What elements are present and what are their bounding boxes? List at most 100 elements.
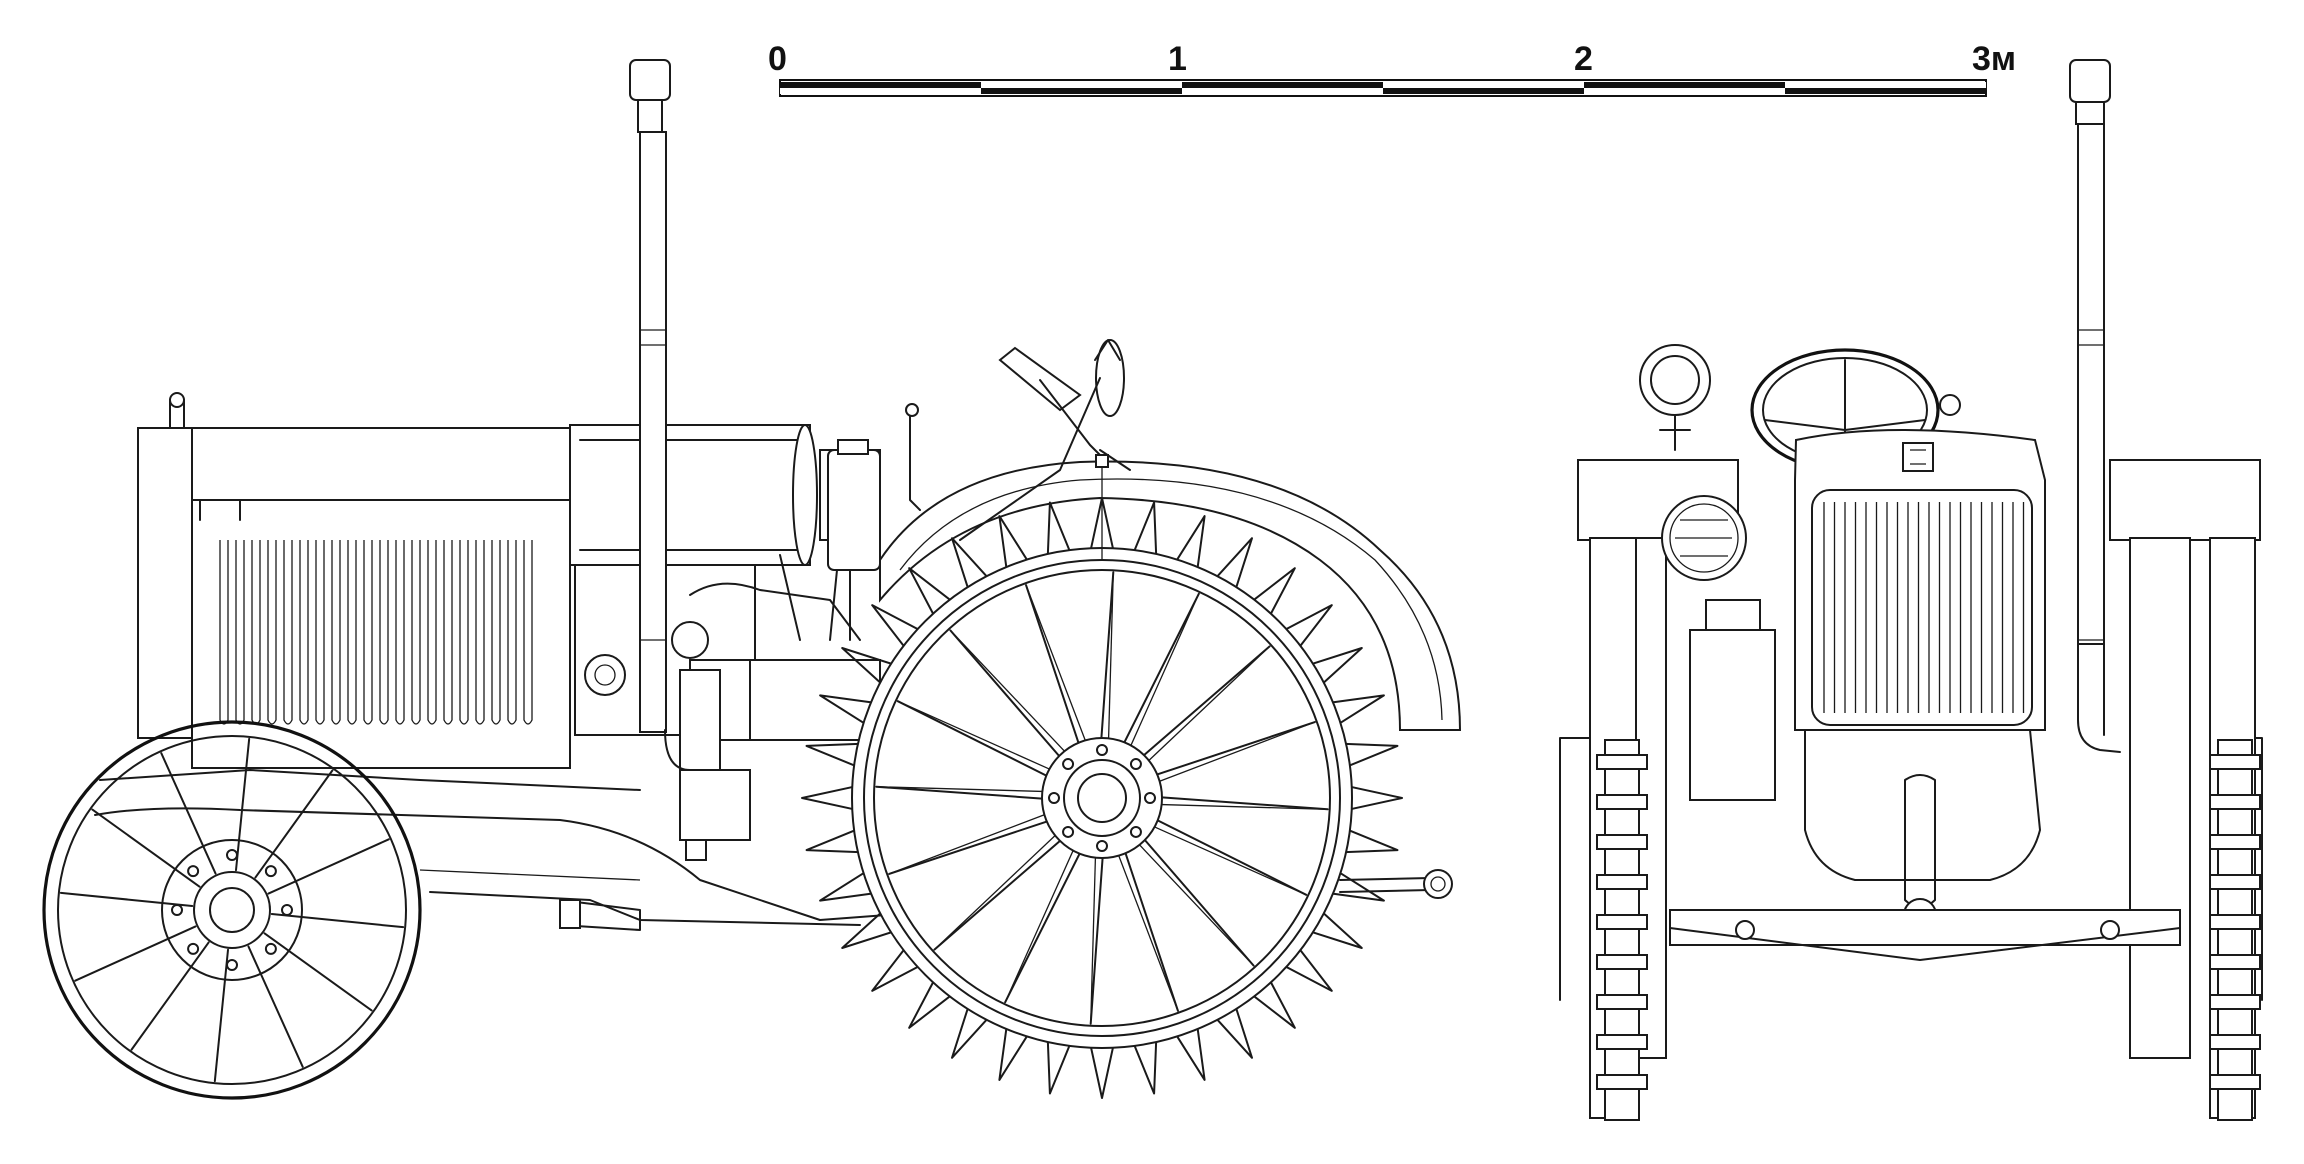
side-frame xyxy=(94,769,1021,931)
wheel-lug xyxy=(1213,1003,1253,1059)
hub-bolt xyxy=(264,942,277,955)
wheel-spoke xyxy=(160,752,217,875)
side-view xyxy=(42,59,1462,1100)
scale-segment-top xyxy=(981,82,1182,88)
wheel-lug xyxy=(951,1003,991,1059)
front-lamp xyxy=(1661,495,1747,581)
edge-lug xyxy=(2209,794,2261,810)
wheel-spoke xyxy=(875,785,1044,800)
wheel-lug xyxy=(1327,869,1385,902)
edge-lug xyxy=(1596,834,1648,850)
wheel-spoke xyxy=(1004,852,1081,1004)
louver-slot xyxy=(427,540,437,725)
wheel-spoke-edge xyxy=(1107,572,1114,739)
hub-bolt xyxy=(171,904,183,916)
wheel-lug xyxy=(1281,604,1333,651)
scale-segment-top xyxy=(1383,82,1584,88)
wheel-spoke xyxy=(933,839,1061,951)
scale-label-2: 2 xyxy=(1574,40,1593,78)
scale-bar: 0 1 2 3м xyxy=(768,40,2016,97)
scale-segment-top xyxy=(1785,82,1986,88)
wheel-spoke xyxy=(91,808,201,888)
wheel-spoke xyxy=(270,912,405,929)
drawbar xyxy=(1339,869,1453,899)
rear-wheel-lugs xyxy=(801,497,1403,1099)
headlamp-bracket xyxy=(1639,344,1711,451)
wheel-spoke-edge xyxy=(888,814,1045,875)
wheel-lug xyxy=(1046,501,1072,560)
wheel-spoke xyxy=(254,769,334,879)
rear-fender xyxy=(879,460,1462,731)
wheel-spoke xyxy=(234,737,251,872)
wheel-lug xyxy=(805,828,864,854)
wheel-spoke xyxy=(263,932,373,1012)
edge-lug xyxy=(1596,1074,1648,1090)
steering-wheel-side xyxy=(959,339,1131,541)
louver-slot xyxy=(379,540,389,725)
wheel-lug xyxy=(1046,1036,1072,1095)
wheel-edge-lugs xyxy=(1596,754,2261,1090)
hub-bolt xyxy=(1048,792,1060,804)
wheel-lug xyxy=(998,515,1031,573)
edge-lug xyxy=(1596,754,1648,770)
hub-bolt xyxy=(264,865,277,878)
wheel-lug xyxy=(841,647,897,687)
air-cleaner-front xyxy=(1689,599,1776,801)
wheel-spoke-edge xyxy=(1148,645,1271,761)
hub-bolt xyxy=(187,942,200,955)
wheel-spoke-edge xyxy=(1090,857,1097,1024)
front-sump xyxy=(1804,729,2042,932)
edge-lug xyxy=(2209,994,2261,1010)
edge-lug xyxy=(1596,794,1648,810)
wheel-spoke xyxy=(1123,592,1200,744)
edge-lug xyxy=(1596,874,1648,890)
wheel-spoke-edge xyxy=(933,835,1056,951)
scale-segment-top xyxy=(1182,82,1383,88)
wheel-lug xyxy=(841,909,897,949)
rear-wheel-bolts xyxy=(1048,744,1156,852)
wheel-lug xyxy=(998,1023,1031,1081)
louver-slot xyxy=(347,540,357,725)
scale-segment-bottom xyxy=(1785,88,1986,94)
wheel-spoke-edge xyxy=(1118,855,1179,1012)
wheel-spoke xyxy=(1124,852,1179,1012)
scale-segment-top xyxy=(1584,82,1785,88)
wheel-spoke xyxy=(247,945,304,1068)
louver-slot xyxy=(523,540,533,725)
wheel-lug xyxy=(1132,501,1158,560)
louver-slot xyxy=(411,540,421,725)
edge-lug xyxy=(2209,914,2261,930)
front-axle xyxy=(1669,909,2181,961)
wheel-lug xyxy=(1346,785,1403,811)
front-view xyxy=(1559,59,2263,1121)
wheel-spoke xyxy=(1160,796,1329,811)
wheel-lug xyxy=(1327,694,1385,727)
hub-bolt xyxy=(281,904,293,916)
edge-lug xyxy=(1596,994,1648,1010)
rear-wheel-spokes xyxy=(875,571,1329,1025)
hub-bolt xyxy=(1062,758,1075,771)
wheel-spoke-edge xyxy=(1025,584,1086,741)
wheel-lug xyxy=(908,977,955,1029)
wheel-lug xyxy=(1173,1023,1206,1081)
edge-lug xyxy=(2209,754,2261,770)
wheel-lug xyxy=(908,567,955,619)
edge-lug xyxy=(2209,1034,2261,1050)
front-wheel-spokes xyxy=(59,737,405,1083)
hub-bolt xyxy=(1144,792,1156,804)
scale-bar-segments xyxy=(780,82,1986,94)
hub-bolt xyxy=(226,959,238,971)
radiator-front xyxy=(1794,429,2046,731)
louver-slot xyxy=(363,540,373,725)
wheel-spoke-edge xyxy=(1154,826,1307,896)
wheel-spoke-edge xyxy=(949,629,1065,752)
wheel-lug xyxy=(819,694,877,727)
hub-bolt xyxy=(187,865,200,878)
wheel-spoke xyxy=(1100,571,1115,740)
wheel-spoke-edge xyxy=(1139,844,1255,967)
louver-slot xyxy=(459,540,469,725)
scale-label-1: 1 xyxy=(1168,40,1187,78)
louver-slot xyxy=(475,540,485,725)
rear-wheel-side xyxy=(801,454,1403,1099)
wheel-spoke xyxy=(949,629,1061,757)
